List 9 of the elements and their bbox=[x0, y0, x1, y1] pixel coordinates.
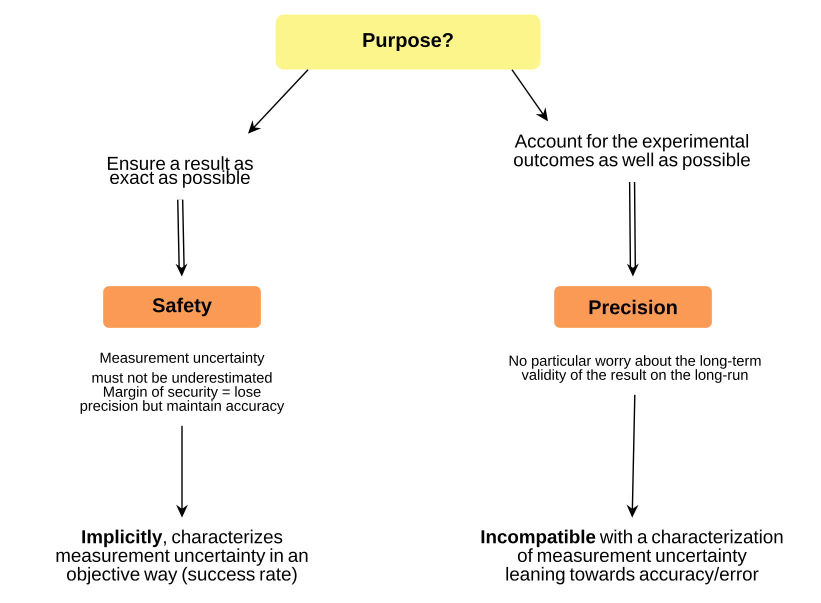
statement-text: Implicitly, characterizes measurement uncertainty in an objective way (success rate) bbox=[56, 530, 308, 584]
category-box: Safety bbox=[103, 286, 261, 328]
note-text: No particular worry about the long-term validity of the result on the long-run bbox=[510, 355, 761, 383]
category-box: Precision bbox=[554, 286, 712, 328]
note-text: Measurement uncertainty must not be underestimated Margin of security = lose precision but maintain accuracy bbox=[80, 352, 284, 414]
question-box: Purpose? bbox=[276, 14, 540, 70]
statement-text: Account for the experimental outcomes as well as possible bbox=[514, 134, 750, 170]
statement-text: Ensure a result as exact as possible bbox=[108, 156, 253, 188]
statement-text: Incompatible with a characterization of measurement uncertainty leaning towards accuracy/error bbox=[482, 530, 782, 584]
